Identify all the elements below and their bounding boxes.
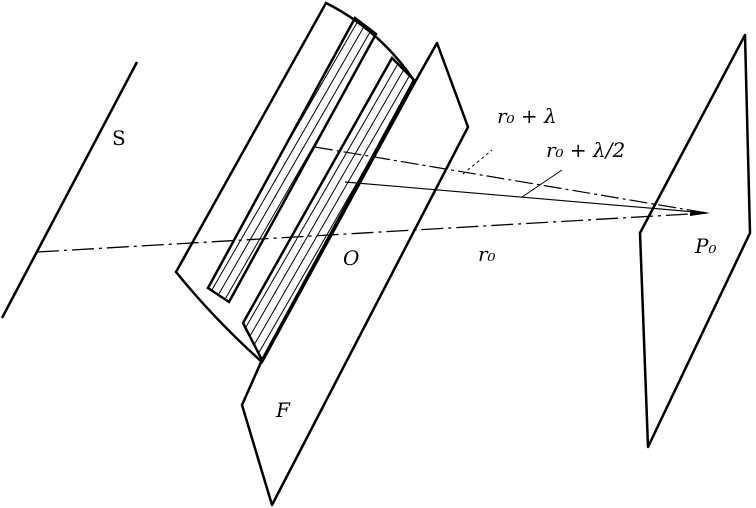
leader-r0-half-lambda xyxy=(521,169,563,198)
ray-r0-lambda xyxy=(314,146,708,214)
zone-strip-1 xyxy=(206,16,378,304)
zone-strip-2 xyxy=(241,55,416,363)
observation-screen xyxy=(638,33,752,449)
label-r0-plus-lambda: r₀ + λ xyxy=(497,104,557,128)
label-p0: P₀ xyxy=(695,234,717,258)
label-origin: O xyxy=(343,246,360,270)
source-line xyxy=(0,61,139,319)
ray-r0-half-lambda xyxy=(344,181,708,214)
p0-arrowhead xyxy=(690,210,710,216)
label-source: S xyxy=(112,126,126,150)
label-plane-f: F xyxy=(276,398,290,422)
axis-ray xyxy=(36,212,708,253)
label-r0-plus-half-lambda: r₀ + λ/2 xyxy=(546,138,626,162)
label-r0: r₀ xyxy=(478,242,496,266)
leader-r0-lambda xyxy=(462,149,493,175)
